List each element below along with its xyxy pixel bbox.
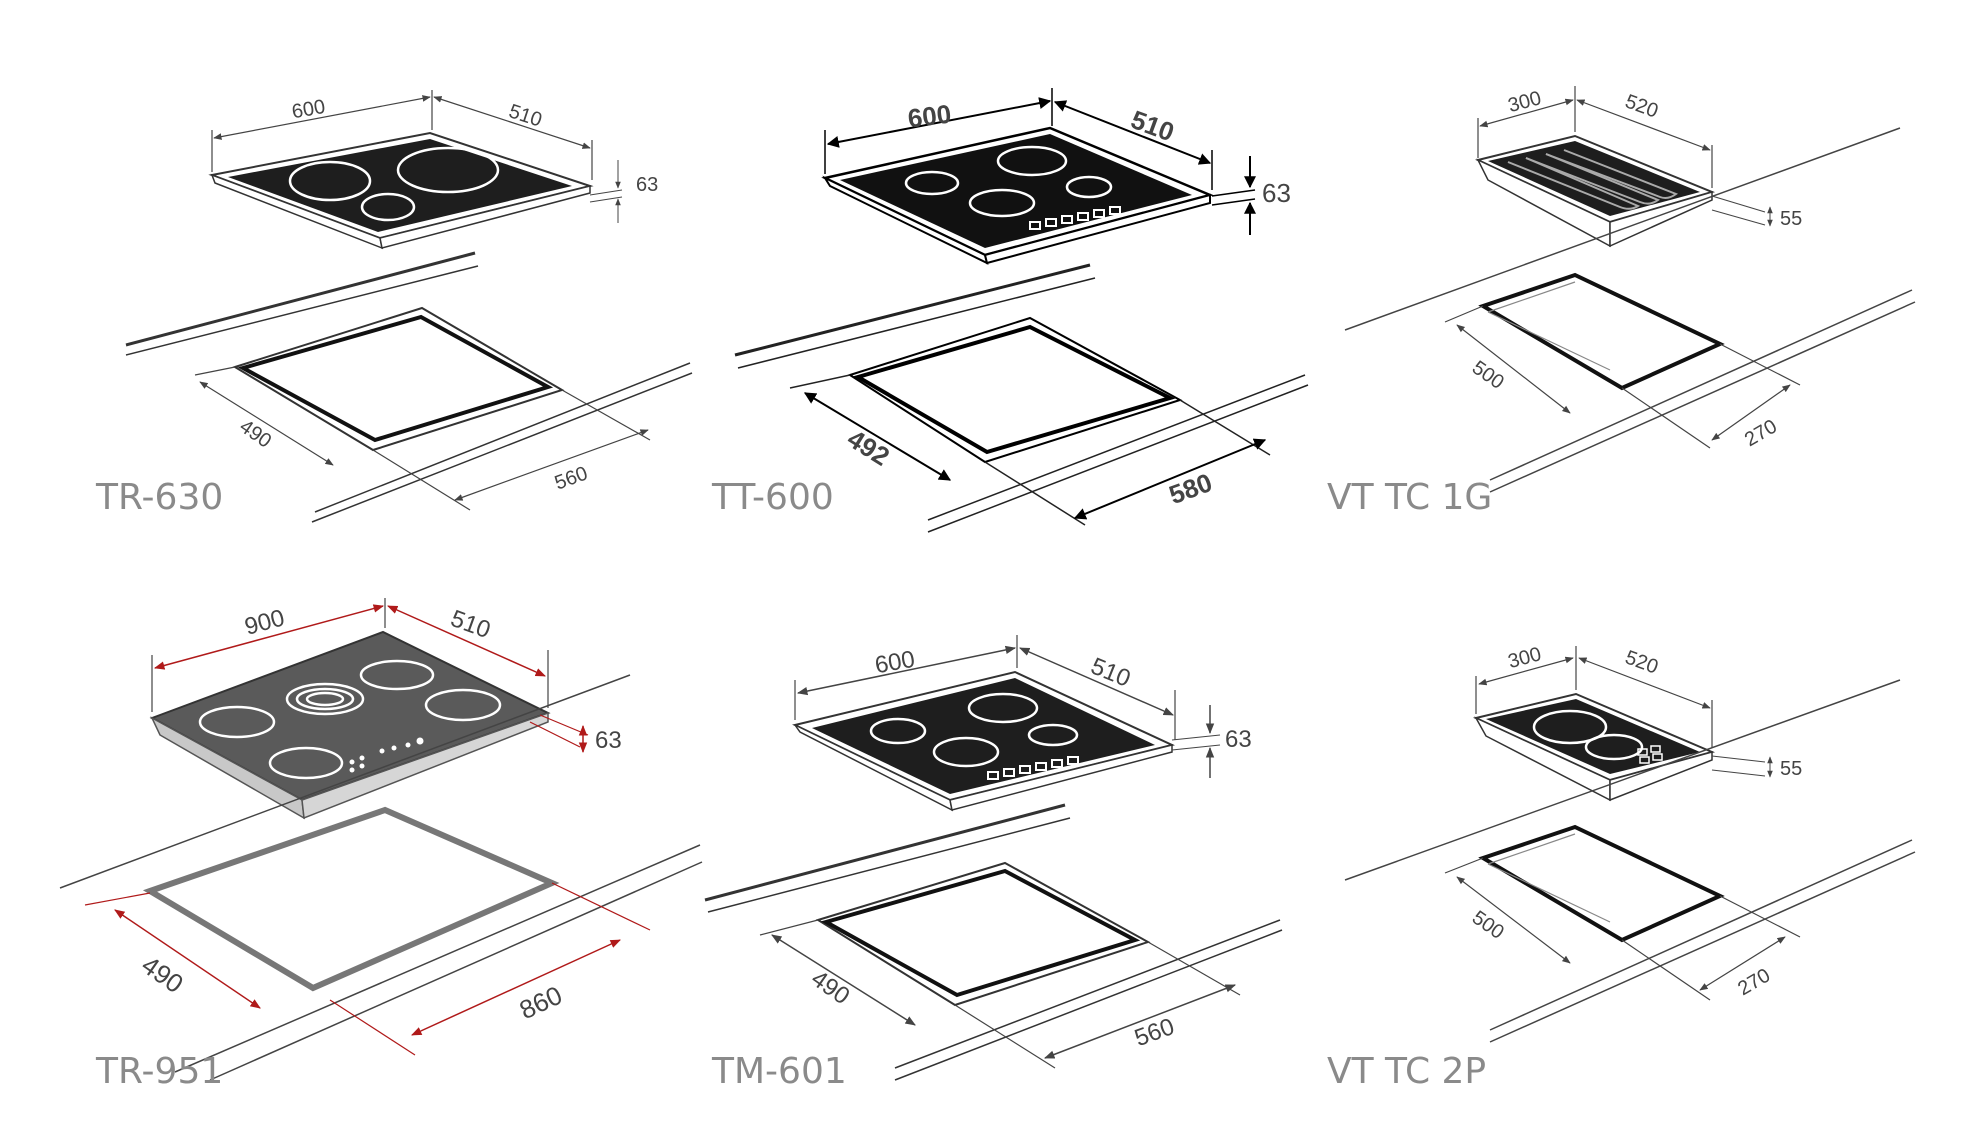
model-label: VT TC 1G [1327, 477, 1492, 518]
model-label: TR-951 [95, 1051, 223, 1092]
hob-depth-label: 510 [1127, 104, 1178, 147]
burner-ring [295, 687, 355, 711]
panel-tt-600: 600 510 63 492 580 TT-600 [711, 88, 1309, 533]
hob-tr-951 [149, 630, 551, 820]
model-label: TR-630 [95, 477, 223, 518]
burner [1065, 175, 1113, 199]
cutout-depth-label: 490 [806, 965, 854, 1010]
cutout-depth-label: 500 [1468, 357, 1508, 394]
hob-tr-630 [208, 131, 594, 250]
panel-tr-630: 600 510 63 490 560 TR-630 [95, 90, 693, 523]
cutout-width-label: 860 [515, 980, 567, 1026]
burner [288, 160, 372, 202]
hob-width-label: 300 [1506, 643, 1544, 673]
hob-width-label: 600 [290, 96, 327, 123]
hob-height-label: 55 [1780, 758, 1802, 780]
hob-height-label: 63 [1262, 178, 1291, 208]
panel-vt-tc-1g: 300 520 55 500 270 VT TC 1G [1327, 86, 1916, 518]
cutout-width-label: 560 [552, 462, 591, 494]
burner [268, 746, 344, 780]
hob-width-label: 300 [1506, 87, 1544, 117]
cutout-width-label: 270 [1734, 964, 1774, 1000]
burner [285, 682, 365, 716]
panel-vt-tc-2p: 300 520 55 500 270 VT TC 2P [1327, 643, 1916, 1092]
cutout-width-label: 270 [1741, 415, 1781, 451]
burner [932, 736, 1000, 768]
burner [904, 170, 960, 196]
burner [1584, 733, 1644, 761]
panel-tm-601: 600 510 63 490 560 TM-601 [704, 635, 1283, 1092]
burner-ring [305, 691, 345, 707]
hob-width-label: 900 [242, 604, 288, 640]
hob-width-label: 600 [873, 646, 917, 680]
burner [360, 192, 416, 222]
cutout-depth-label: 500 [1468, 907, 1508, 944]
hob-height-label: 63 [636, 174, 658, 196]
cutout-width-label: 580 [1165, 467, 1216, 510]
burner [1532, 709, 1608, 745]
hob-width-label: 600 [906, 99, 953, 134]
hob-height-label: 63 [595, 727, 622, 754]
hob-height-label: 55 [1780, 208, 1802, 230]
cutout-depth-label: 490 [235, 415, 275, 452]
hob-vt-tc-2p [1472, 692, 1716, 802]
touch-controls [349, 737, 424, 773]
model-label: VT TC 2P [1327, 1051, 1486, 1092]
hob-depth-label: 510 [506, 100, 545, 131]
cutout-depth-label: 492 [842, 423, 895, 471]
hob-tt-600 [821, 126, 1214, 265]
control-panel [987, 756, 1079, 780]
grill-element [1507, 149, 1679, 210]
hob-tm-601 [792, 670, 1175, 812]
hob-depth-label: 520 [1622, 647, 1661, 679]
hob-vt-tc-1g [1475, 134, 1716, 248]
burner [869, 717, 927, 745]
control-panel [1029, 206, 1121, 230]
burner [198, 705, 276, 739]
burner [424, 688, 502, 722]
hob-depth-label: 510 [447, 605, 494, 644]
control-panel [1637, 745, 1663, 764]
hob-depth-label: 510 [1087, 653, 1134, 693]
panel-tr-951: 900 510 63 490 860 TR-951 [59, 598, 703, 1092]
cutout-width-label: 560 [1131, 1013, 1178, 1052]
burner [1027, 723, 1079, 747]
cutout-depth-label: 490 [136, 950, 189, 999]
hob-height-label: 63 [1225, 726, 1252, 753]
burner [968, 188, 1036, 218]
hob-depth-label: 520 [1622, 91, 1661, 123]
model-label: TM-601 [711, 1051, 847, 1092]
model-label: TT-600 [711, 477, 834, 518]
